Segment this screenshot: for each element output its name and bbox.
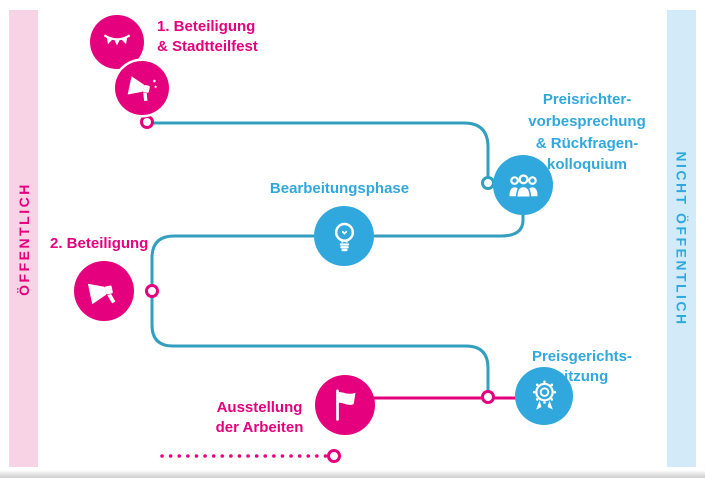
connector-preisrichter-to-bearbeitung	[374, 212, 525, 238]
badge-preisgericht	[515, 367, 573, 425]
badge-ausstellung	[315, 375, 375, 435]
megaphone-icon	[127, 76, 157, 101]
page-bottom-edge	[0, 470, 705, 478]
label-ausstellung: Ausstellung der Arbeiten	[215, 399, 304, 436]
label-preisgerichtssitzung: Preisgerichts- sitzung	[531, 348, 633, 385]
junction-node-1	[140, 115, 154, 129]
badge-preisrichter	[493, 155, 553, 215]
connector-beteiligung2-to-preisgericht	[150, 297, 490, 395]
lightbulb-icon	[334, 222, 354, 251]
flag-icon	[336, 389, 356, 421]
label-beteiligung-2: 2. Beteiligung	[50, 235, 149, 252]
badge-beteiligung-1	[115, 61, 169, 115]
connector-beteiligung1-to-preisrichter	[147, 121, 490, 183]
label-preisrichtervorbesprechung: Preisrichter- vorbesprechung & Rückfrage…	[528, 91, 646, 174]
junction-node-3	[145, 284, 159, 298]
connector-bearbeitung-to-beteiligung2	[150, 234, 314, 290]
medal-icon	[532, 379, 556, 410]
label-beteiligung-1: 1. Beteiligung & Stadtteilfest	[157, 18, 258, 55]
megaphone-icon	[87, 283, 116, 305]
committee-icon	[508, 173, 538, 198]
badge-bearbeitungsphase	[314, 206, 374, 266]
junction-node-2	[481, 176, 495, 190]
band-not-public: NICHT ÖFFENTLICH	[667, 10, 696, 467]
bunting-icon	[103, 34, 131, 46]
label-bearbeitungsphase: Bearbeitungsphase	[269, 180, 410, 197]
badge-beteiligung-2	[74, 261, 134, 321]
band-public: ÖFFENTLICH	[9, 10, 38, 467]
junction-node-5	[327, 449, 341, 463]
badge-stadtteilfest	[90, 15, 144, 69]
junction-node-4	[481, 390, 495, 404]
